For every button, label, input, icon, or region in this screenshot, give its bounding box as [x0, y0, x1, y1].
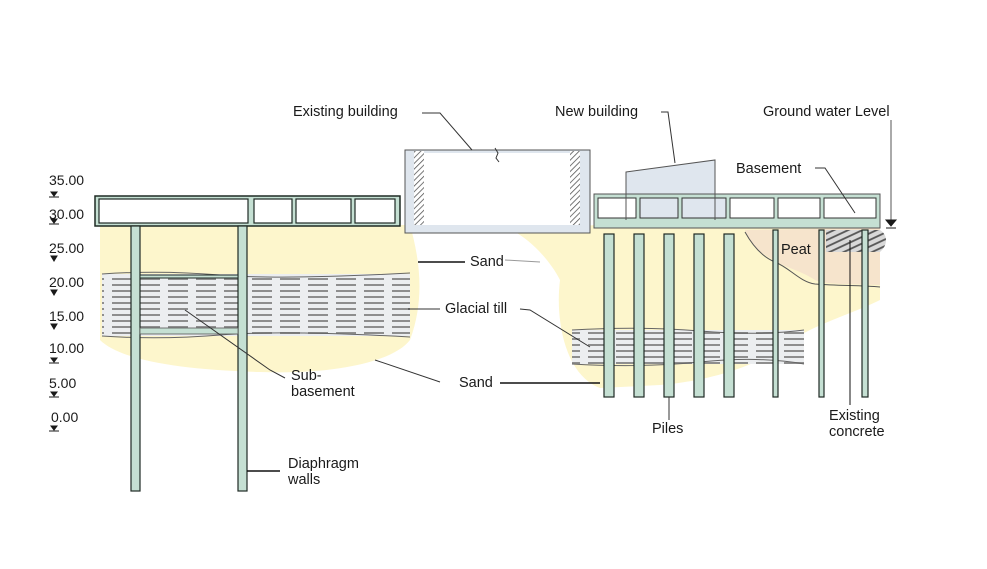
ground-water-marker [884, 219, 898, 229]
elevation-label: 20.00 [49, 274, 85, 290]
existing-building-label: Existing building [293, 104, 398, 120]
existing-concrete-label-line1: Existing [829, 408, 880, 424]
elevation-label: 35.00 [49, 172, 85, 188]
sand-upper-label: Sand [470, 254, 504, 270]
sand-lower-label: Sand [459, 375, 493, 391]
diaphragm-walls-label-line2: walls [288, 472, 321, 488]
diaphragm-wall-right [237, 225, 248, 492]
elevation-markers [49, 191, 59, 432]
existing-concrete-label-line2: concrete [829, 424, 885, 440]
piles-label: Piles [652, 421, 684, 437]
glacial-till-left [102, 274, 410, 336]
new-building-label: New building [555, 104, 639, 120]
existing-concrete [826, 230, 886, 252]
sub-basement-label-line1: Sub- [291, 368, 322, 384]
elevation-label: 5.00 [49, 375, 77, 391]
sub-basement-label-line2: basement [291, 384, 355, 400]
diaphragm-wall-left [130, 225, 141, 492]
diaphragm-walls-label-line1: Diaphragm [288, 456, 359, 472]
peat-label: Peat [781, 242, 811, 258]
ground-water-level-label: Ground water Level [763, 104, 890, 120]
sub-basement-slab [139, 327, 239, 335]
peat-boundary [744, 231, 881, 288]
elevation-label: 0.00 [51, 409, 79, 425]
piles [603, 229, 869, 398]
elevation-label: 25.00 [49, 240, 85, 256]
basement-label: Basement [736, 161, 802, 177]
elevation-label: 10.00 [49, 340, 85, 356]
elevation-label: 30.00 [49, 206, 85, 222]
floor-slab-1 [139, 274, 239, 279]
glacial-till-label: Glacial till [445, 301, 508, 317]
elevation-label: 15.00 [49, 308, 85, 324]
